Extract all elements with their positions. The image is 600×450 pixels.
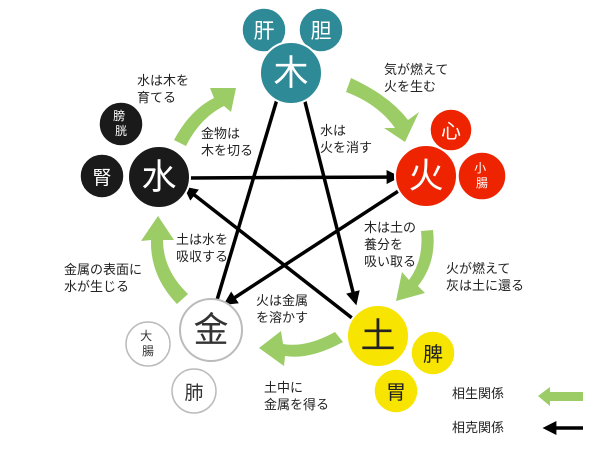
- organ-lungs-circle: [171, 368, 217, 414]
- organ-heart-label: 心: [441, 119, 461, 143]
- arrow-earth-to-water: [183, 186, 354, 320]
- label-fire-earth: 火が燃えて灰は土に還る: [446, 261, 524, 294]
- label-fire-metal: 火は金属を溶かす: [256, 293, 308, 326]
- organ-kidney-label: 腎: [92, 167, 111, 189]
- organ-kidney-circle: [79, 153, 125, 199]
- label-earth-metal: 土中に金属を得る: [264, 381, 329, 413]
- organ-small-intestine-label: 小 腸: [474, 161, 490, 190]
- legend: 相生関係 相克関係: [452, 387, 583, 436]
- organ-large-intestine-char-1: 大: [140, 329, 152, 343]
- organ-lungs-label: 肺: [184, 382, 203, 404]
- arrow-fire-to-earth: [396, 230, 434, 301]
- wood-circle: [259, 41, 323, 105]
- label-earth-metal-line-1: 土中に: [264, 381, 303, 396]
- arrow-wood-to-fire: [346, 78, 419, 142]
- label-water-wood-line-2: 育てる: [137, 90, 176, 106]
- organ-bladder-char-1: 膀: [113, 108, 125, 123]
- organ-large-intestine-circle: [125, 321, 171, 367]
- label-water-fire: 水は火を消す: [320, 124, 372, 156]
- label-wood-earth-line-1: 木は土の: [364, 221, 416, 236]
- water-label: 水: [141, 158, 176, 198]
- water-circle: [127, 145, 191, 209]
- organ-bladder-char-2: 胱: [115, 123, 127, 138]
- label-earth-water-line-2: 吸収する: [176, 250, 228, 265]
- arrow-metal-to-water: [141, 216, 188, 304]
- earth-circle: [346, 304, 410, 368]
- legend-generating-arrow: [538, 387, 583, 406]
- label-earth-water: 土は水を吸収する: [176, 233, 228, 265]
- generating-cycle: [141, 78, 434, 366]
- arrow-metal-to-wood: [215, 80, 286, 301]
- organ-small-intestine-char-2: 腸: [476, 176, 488, 190]
- organ-large-intestine-char-2: 腸: [142, 344, 154, 358]
- label-earth-water-line-1: 土は水を: [176, 233, 228, 248]
- label-metal-wood: 金物は木を切る: [201, 126, 253, 159]
- organ-gallbladder-label: 胆: [311, 19, 332, 43]
- label-wood-fire-line-1: 気が燃えて: [384, 62, 448, 78]
- label-wood-fire: 気が燃えて火を生む: [384, 62, 448, 95]
- organ-large-intestine-label: 大 腸: [140, 329, 156, 358]
- organ-spleen-circle: [410, 330, 456, 376]
- relation-labels: 気が燃えて火を生む 火が燃えて灰は土に還る 土中に金属を得る 金属の表面に水が生…: [64, 62, 524, 413]
- label-metal-wood-line-1: 金物は: [201, 126, 240, 142]
- label-fire-metal-line-1: 火は金属: [256, 293, 308, 309]
- label-metal-water-line-1: 金属の表面に: [64, 262, 142, 278]
- label-metal-water: 金属の表面に水が生じる: [64, 262, 142, 295]
- wood-label: 木: [273, 54, 308, 94]
- element-water: 膀 胱 腎 水: [79, 101, 191, 209]
- organ-stomach-circle: [373, 368, 419, 414]
- organ-small-intestine-char-1: 小: [474, 161, 486, 175]
- label-wood-earth-line-3: 吸い取る: [364, 255, 416, 270]
- organ-gallbladder-circle: [298, 7, 344, 53]
- label-fire-earth-line-2: 灰は土に還る: [446, 279, 524, 294]
- fire-label: 火: [408, 157, 443, 197]
- controlling-cycle: [183, 80, 401, 320]
- organ-bladder-label: 膀 胱: [113, 108, 129, 138]
- legend-controlling-label: 相克関係: [452, 421, 504, 436]
- label-metal-wood-line-2: 木を切る: [201, 144, 253, 159]
- label-metal-water-line-2: 水が生じる: [64, 280, 129, 295]
- arrow-fire-to-metal: [223, 188, 401, 306]
- label-water-fire-line-2: 火を消す: [320, 141, 372, 156]
- arrow-wood-to-earth: [299, 85, 360, 306]
- element-earth: 脾 胃 土: [346, 304, 456, 414]
- label-wood-fire-line-2: 火を生む: [384, 80, 436, 95]
- element-metal: 大 腸 肺 金: [125, 298, 243, 414]
- element-wood: 肝 胆 木: [241, 7, 344, 105]
- label-wood-earth: 木は土の養分を吸い取る: [364, 221, 416, 270]
- organ-heart-circle: [429, 108, 473, 152]
- label-water-wood: 水は木を育てる: [137, 74, 189, 106]
- organ-stomach-label: 胃: [386, 380, 406, 404]
- label-wood-earth-line-2: 養分を: [364, 237, 403, 253]
- metal-label: 金: [193, 311, 228, 351]
- arrow-earth-to-metal: [259, 331, 343, 366]
- label-earth-metal-line-2: 金属を得る: [264, 397, 329, 413]
- element-fire: 心 小 腸 火: [394, 108, 507, 208]
- label-fire-metal-line-2: を溶かす: [256, 311, 308, 326]
- organ-spleen-label: 脾: [423, 342, 443, 366]
- legend-generating-label: 相生関係: [452, 387, 504, 402]
- metal-circle: [179, 298, 243, 362]
- label-water-wood-line-1: 水は木を: [137, 74, 189, 89]
- earth-label: 土: [360, 317, 395, 357]
- organ-liver-circle: [241, 7, 287, 53]
- arrow-water-to-fire: [187, 170, 401, 185]
- label-water-fire-line-1: 水は: [320, 124, 346, 139]
- organ-bladder-circle: [98, 101, 144, 147]
- arrow-water-to-wood: [174, 88, 236, 146]
- label-fire-earth-line-1: 火が燃えて: [446, 261, 510, 277]
- fire-circle: [394, 144, 458, 208]
- organ-liver-label: 肝: [254, 19, 275, 43]
